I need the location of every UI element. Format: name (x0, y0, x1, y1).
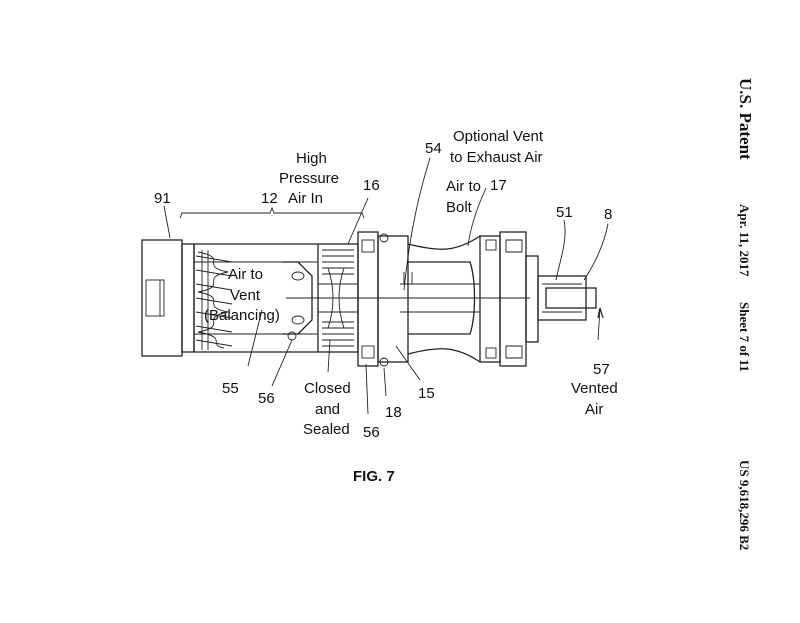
ref-18: 18 (385, 404, 402, 421)
note-high-pressure-1: High (296, 150, 327, 167)
header-patent-number: US 9,618,296 B2 (737, 460, 752, 550)
note-air-to-vent-2: Vent (230, 287, 261, 304)
note-vented-air-2: Air (585, 401, 603, 418)
shaft-tip (545, 287, 597, 309)
ref-51: 51 (556, 204, 573, 221)
spring-coil (195, 250, 233, 350)
header-sheet: Sheet 7 of 11 (737, 302, 752, 372)
end-cap (141, 239, 183, 357)
note-air-to-vent-3: (Balancing) (204, 307, 280, 324)
note-high-pressure-3: Air In (288, 190, 323, 207)
annotations: High Pressure Air In Optional Vent to Ex… (204, 128, 618, 438)
seal-ring-56 (287, 331, 297, 341)
note-closed-sealed-1: Closed (304, 380, 351, 397)
ref-56-left: 56 (258, 390, 275, 407)
valve-assembly-drawing (141, 231, 597, 367)
ref-54: 54 (425, 140, 442, 157)
ref-91: 91 (154, 190, 171, 207)
reference-numerals: 91 12 16 54 17 51 8 57 55 56 56 18 15 (154, 140, 612, 441)
bracket-12 (179, 206, 365, 219)
note-high-pressure-2: Pressure (279, 170, 339, 187)
ref-16: 16 (363, 177, 380, 194)
valve-upper-contour (407, 235, 481, 250)
note-optional-vent-1: Optional Vent (453, 128, 544, 145)
note-air-to-vent-1: Air to (228, 266, 263, 283)
leader-lines (163, 157, 609, 415)
note-vented-air-1: Vented (571, 380, 618, 397)
ref-8: 8 (604, 206, 612, 223)
shaft (537, 275, 587, 321)
note-closed-sealed-3: Sealed (303, 421, 350, 438)
header-date: Apr. 11, 2017 (737, 204, 752, 277)
cap-slot (145, 279, 165, 317)
note-air-to-bolt-1: Air to (446, 178, 481, 195)
figure-caption: FIG. 7 (353, 468, 395, 485)
patent-header: U.S. Patent Apr. 11, 2017 Sheet 7 of 11 … (736, 78, 755, 550)
ref-56-bottom: 56 (363, 424, 380, 441)
ref-57: 57 (593, 361, 610, 378)
outlet-flange (479, 235, 501, 363)
note-closed-sealed-2: and (315, 401, 340, 418)
ref-55: 55 (222, 380, 239, 397)
note-air-to-bolt-2: Bolt (446, 199, 473, 216)
note-optional-vent-2: to Exhaust Air (450, 149, 543, 166)
ref-12: 12 (261, 190, 278, 207)
header-publisher: U.S. Patent (736, 78, 755, 160)
ref-17: 17 (490, 177, 507, 194)
ref-15: 15 (418, 385, 435, 402)
